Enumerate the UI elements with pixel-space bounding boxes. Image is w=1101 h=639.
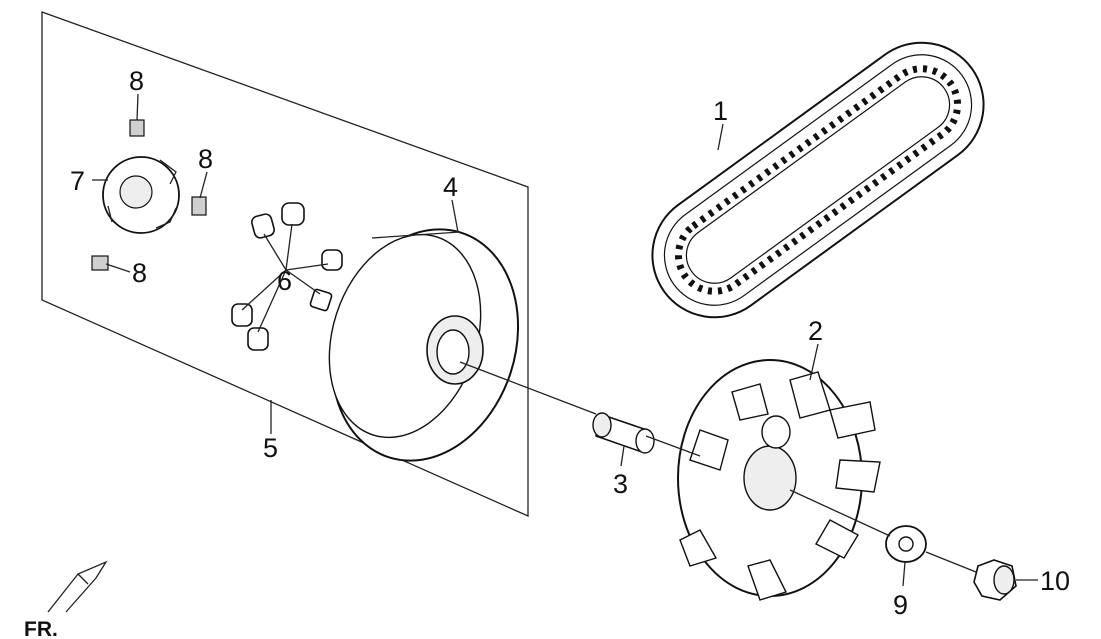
assembly-axis	[459, 361, 977, 573]
direction-indicator: FR.	[24, 560, 108, 639]
callout-7: 7	[70, 166, 85, 196]
callout-6: 6	[277, 266, 292, 296]
movable-drive-face-icon	[328, 228, 520, 462]
leader-lines	[92, 93, 1038, 587]
bushing-icon	[592, 412, 655, 454]
roller-weight-icon	[231, 202, 343, 351]
callout-9: 9	[893, 590, 908, 620]
ramp-plate-icon	[102, 156, 180, 234]
assembly-bracket-icon	[41, 11, 529, 518]
washer-icon	[885, 525, 927, 563]
callout-3: 3	[613, 469, 628, 499]
callout-10: 10	[1040, 566, 1070, 596]
fan-pulley-icon	[677, 359, 881, 601]
drive-belt-icon	[651, 41, 985, 319]
callout-5: 5	[263, 433, 278, 463]
front-direction-label: FR.	[24, 618, 58, 639]
callout-2: 2	[808, 316, 823, 346]
callout-4: 4	[443, 172, 458, 202]
callout-labels: 1 2 3 4 5 6 7 8 8 8 9 10	[70, 66, 1070, 620]
callout-8-right: 8	[198, 144, 213, 174]
callout-1: 1	[713, 96, 728, 126]
callout-8-top: 8	[129, 66, 144, 96]
callout-8-bottom: 8	[132, 258, 147, 288]
slider-piece-icon	[91, 119, 207, 271]
nut-icon	[973, 559, 1017, 601]
